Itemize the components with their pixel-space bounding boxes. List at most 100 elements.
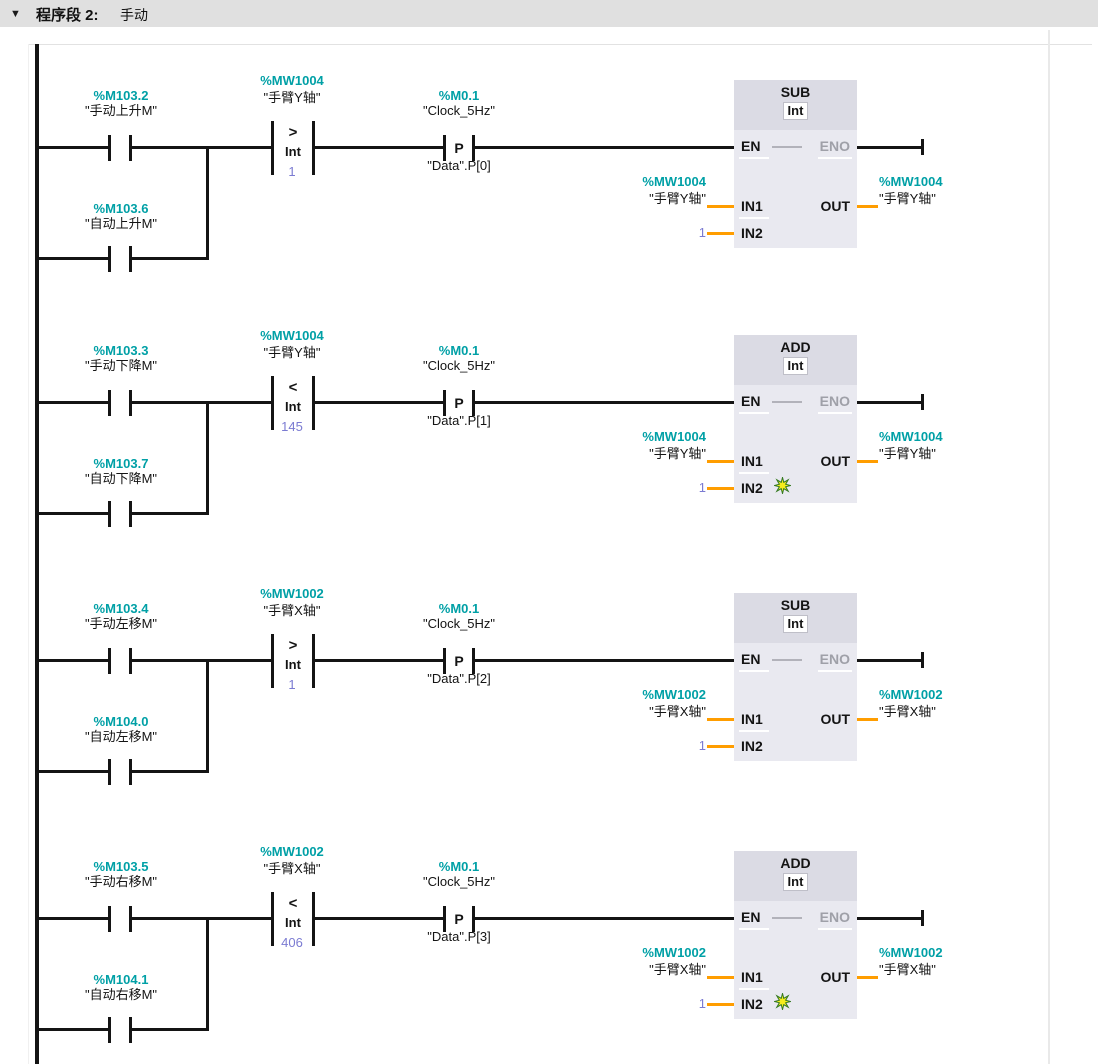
compare-contact[interactable]: < Int [271, 376, 315, 430]
contact2-address[interactable]: %M103.6 [93, 201, 149, 216]
out-operand-address[interactable]: %MW1004 [879, 174, 943, 189]
compare-value[interactable]: 1 [288, 164, 296, 179]
in2-param-wire [707, 232, 734, 235]
out-operand-address[interactable]: %MW1002 [879, 687, 943, 702]
no-contact-2[interactable] [108, 759, 132, 785]
en-eno-dash [772, 659, 802, 661]
out-operand-name[interactable]: "手臂X轴" [879, 704, 936, 719]
edge-contact-name[interactable]: "Clock_5Hz" [422, 103, 496, 118]
star-icon[interactable] [774, 993, 791, 1010]
edge-memory-operand[interactable]: "Data".P[3] [427, 929, 491, 944]
positive-edge-contact[interactable]: P [443, 390, 475, 416]
compare-contact[interactable]: > Int [271, 121, 315, 175]
no-contact-2[interactable] [108, 246, 132, 272]
contact1-address[interactable]: %M103.2 [93, 88, 149, 103]
compare-address[interactable]: %MW1004 [260, 328, 324, 343]
no-contact-1[interactable] [108, 390, 132, 416]
math-instruction-box[interactable]: ADD Int EN ENO IN1 IN2 OUT [734, 851, 857, 1019]
in2-constant-value[interactable]: 1 [698, 225, 706, 240]
contact2-address[interactable]: %M103.7 [93, 456, 149, 471]
contact2-name[interactable]: "自动左移M" [84, 729, 158, 744]
out-operand-name[interactable]: "手臂Y轴" [879, 191, 936, 206]
eno-output-wire [857, 401, 923, 404]
in1-operand-address[interactable]: %MW1004 [642, 429, 706, 444]
edge-contact-address[interactable]: %M0.1 [438, 859, 480, 874]
positive-edge-contact[interactable]: P [443, 135, 475, 161]
contact1-name[interactable]: "手动下降M" [84, 358, 158, 373]
collapse-triangle-icon[interactable]: ▼ [10, 8, 21, 20]
en-eno-dash [772, 146, 802, 148]
edge-contact-address[interactable]: %M0.1 [438, 601, 480, 616]
compare-address[interactable]: %MW1002 [260, 844, 324, 859]
contact1-address[interactable]: %M103.3 [93, 343, 149, 358]
compare-name[interactable]: "手臂X轴" [263, 861, 321, 876]
star-icon[interactable] [774, 477, 791, 494]
edge-memory-operand[interactable]: "Data".P[0] [427, 158, 491, 173]
compare-address[interactable]: %MW1002 [260, 586, 324, 601]
instruction-datatype-dropdown[interactable]: Int [782, 615, 809, 633]
contact2-address[interactable]: %M104.1 [93, 972, 149, 987]
out-operand-name[interactable]: "手臂Y轴" [879, 446, 936, 461]
in2-constant-value[interactable]: 1 [698, 996, 706, 1011]
edge-contact-name[interactable]: "Clock_5Hz" [422, 358, 496, 373]
no-contact-1[interactable] [108, 648, 132, 674]
positive-edge-contact[interactable]: P [443, 648, 475, 674]
out-operand-name[interactable]: "手臂X轴" [879, 962, 936, 977]
instruction-datatype-dropdown[interactable]: Int [782, 873, 809, 891]
in1-operand-name[interactable]: "手臂X轴" [649, 962, 706, 977]
in1-operand-address[interactable]: %MW1004 [642, 174, 706, 189]
port-en: EN [741, 651, 761, 667]
edge-contact-name[interactable]: "Clock_5Hz" [422, 874, 496, 889]
positive-edge-contact[interactable]: P [443, 906, 475, 932]
en-eno-dash [772, 401, 802, 403]
in2-constant-value[interactable]: 1 [698, 738, 706, 753]
instruction-datatype-dropdown[interactable]: Int [782, 357, 809, 375]
contact2-name[interactable]: "自动下降M" [84, 471, 158, 486]
compare-operator: > [288, 637, 298, 654]
contact1-name[interactable]: "手动右移M" [84, 874, 158, 889]
edge-memory-operand[interactable]: "Data".P[1] [427, 413, 491, 428]
compare-name[interactable]: "手臂Y轴" [263, 90, 321, 105]
no-contact-1[interactable] [108, 906, 132, 932]
compare-value[interactable]: 145 [281, 419, 303, 434]
contact1-name[interactable]: "手动左移M" [84, 616, 158, 631]
in1-operand-name[interactable]: "手臂Y轴" [649, 446, 706, 461]
compare-value[interactable]: 406 [281, 935, 303, 950]
port-in2: IN2 [741, 225, 763, 241]
contact1-address[interactable]: %M103.5 [93, 859, 149, 874]
contact2-name[interactable]: "自动上升M" [84, 216, 158, 231]
edge-contact-name[interactable]: "Clock_5Hz" [422, 616, 496, 631]
compare-name[interactable]: "手臂Y轴" [263, 345, 321, 360]
network-title-bar[interactable]: ▼ 程序段 2: 手动 [0, 0, 1098, 27]
compare-contact[interactable]: < Int [271, 892, 315, 946]
parallel-branch-wire [206, 659, 209, 773]
no-contact-1[interactable] [108, 135, 132, 161]
edge-contact-address[interactable]: %M0.1 [438, 343, 480, 358]
contact2-address[interactable]: %M104.0 [93, 714, 149, 729]
out-operand-address[interactable]: %MW1004 [879, 429, 943, 444]
instruction-name: SUB [780, 84, 811, 100]
math-instruction-box[interactable]: SUB Int EN ENO IN1 IN2 OUT [734, 593, 857, 761]
instruction-datatype-dropdown[interactable]: Int [782, 102, 809, 120]
math-instruction-box[interactable]: SUB Int EN ENO IN1 IN2 OUT [734, 80, 857, 248]
contact2-name[interactable]: "自动右移M" [84, 987, 158, 1002]
compare-value[interactable]: 1 [288, 677, 296, 692]
in1-param-wire [707, 976, 734, 979]
edge-memory-operand[interactable]: "Data".P[2] [427, 671, 491, 686]
out-operand-address[interactable]: %MW1002 [879, 945, 943, 960]
no-contact-2[interactable] [108, 501, 132, 527]
no-contact-2[interactable] [108, 1017, 132, 1043]
compare-name[interactable]: "手臂X轴" [263, 603, 321, 618]
in2-constant-value[interactable]: 1 [698, 480, 706, 495]
contact1-name[interactable]: "手动上升M" [84, 103, 158, 118]
in1-operand-address[interactable]: %MW1002 [642, 945, 706, 960]
in1-operand-name[interactable]: "手臂Y轴" [649, 191, 706, 206]
compare-contact[interactable]: > Int [271, 634, 315, 688]
math-instruction-box[interactable]: ADD Int EN ENO IN1 IN2 OUT [734, 335, 857, 503]
compare-address[interactable]: %MW1004 [260, 73, 324, 88]
contact1-address[interactable]: %M103.4 [93, 601, 149, 616]
edge-contact-address[interactable]: %M0.1 [438, 88, 480, 103]
in1-operand-address[interactable]: %MW1002 [642, 687, 706, 702]
in1-operand-name[interactable]: "手臂X轴" [649, 704, 706, 719]
